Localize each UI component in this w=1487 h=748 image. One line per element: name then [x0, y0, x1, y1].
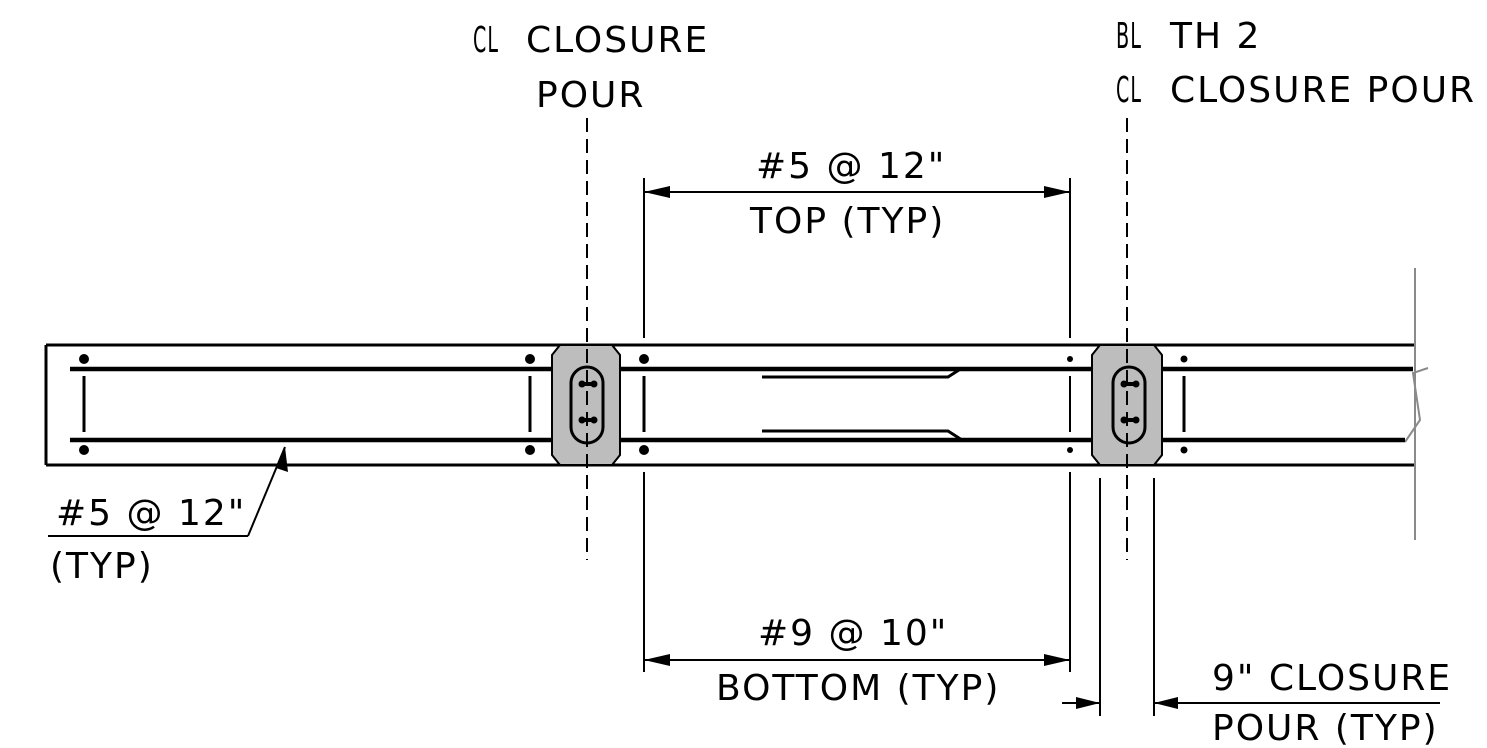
label-right-header: BL TH 2 CL CLOSURE POUR: [1116, 16, 1476, 111]
label-pour: POUR: [536, 75, 645, 116]
label-th2: TH 2: [1169, 16, 1261, 57]
label-bottom-dim: #9 @ 10" BOTTOM (TYP): [716, 613, 1000, 709]
top-dimension: [643, 178, 1071, 338]
label-top-typ: TOP (TYP): [749, 201, 945, 242]
label-bottom-bar-size: #9 @ 10": [758, 613, 948, 654]
label-closure: CLOSURE: [526, 20, 709, 61]
left-callout-leader: [48, 446, 288, 537]
label-left-typ: (TYP): [50, 546, 154, 587]
bl-symbol: BL: [1116, 16, 1142, 57]
label-cl-closure-pour-left: CL CLOSURE POUR: [473, 20, 709, 116]
label-left-bar-size: #5 @ 12": [56, 493, 246, 534]
bar-group-mid-right: [1067, 356, 1073, 453]
transverse-bars: [79, 354, 1188, 455]
cl-symbol: CL: [473, 20, 499, 61]
label-top-dim: #5 @ 12" TOP (TYP): [749, 146, 946, 242]
rebar-mats: [70, 366, 1413, 443]
closure-width-dimension: [1062, 478, 1440, 716]
bar-group-right-closure: [1180, 355, 1188, 454]
bar-group-left-closure: [525, 354, 535, 455]
label-top-bar-size: #5 @ 12": [756, 146, 946, 187]
bar-group-mid-left: [639, 354, 649, 455]
cl-symbol-right: CL: [1116, 70, 1142, 111]
break-line: [1404, 268, 1429, 540]
label-closure-pour-right: CLOSURE POUR: [1170, 70, 1476, 111]
label-bottom-typ: BOTTOM (TYP): [716, 668, 1000, 709]
bar-group-left-end: [79, 354, 89, 455]
deck-slab-outline: [44, 343, 1415, 467]
bottom-dimension: [643, 472, 1071, 672]
label-left-callout: #5 @ 12" (TYP): [50, 493, 246, 587]
label-closure-width: 9" CLOSURE POUR (TYP): [1212, 658, 1452, 748]
label-closure-9in: 9" CLOSURE: [1212, 658, 1452, 699]
label-pour-typ: POUR (TYP): [1212, 708, 1439, 748]
